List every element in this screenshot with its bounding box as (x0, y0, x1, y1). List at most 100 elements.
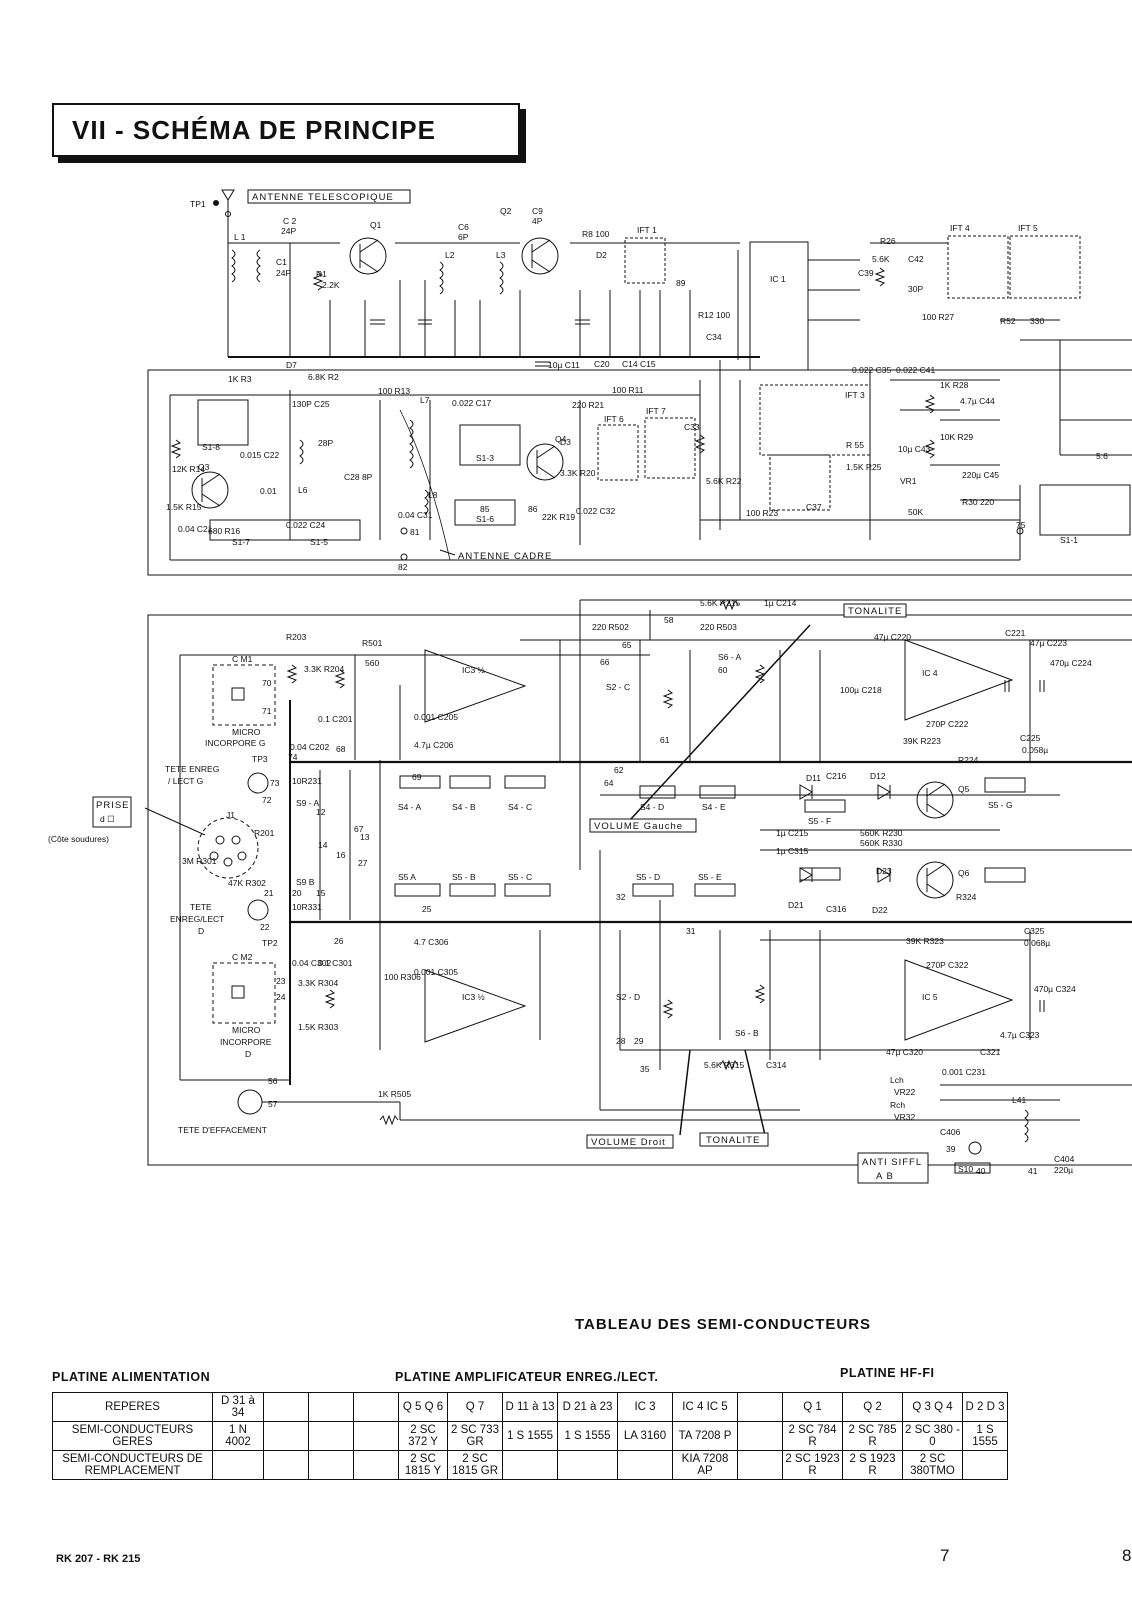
page-number: 7 (940, 1546, 950, 1565)
label-s4d: S4 - D (640, 802, 664, 812)
label-r21: 220 R21 (572, 400, 604, 410)
label-s1-6: S1-6 (476, 514, 494, 524)
label-volume-gauche: VOLUME Gauche (594, 821, 683, 832)
cell-empty (308, 1392, 354, 1422)
label-c306: 4.7 C306 (414, 937, 449, 947)
label-s4e: S4 - E (702, 802, 726, 812)
cell-hf-geres-3: 1 S 1555 (962, 1421, 1008, 1451)
label-anti-siffl: ANTI SIFFL (862, 1157, 922, 1168)
cell-ampli-rempl-4 (617, 1450, 673, 1480)
label-c325: C325 (1024, 926, 1045, 936)
ift5-transformer (1009, 235, 1081, 299)
label-c224: 470µ C224 (1050, 658, 1092, 668)
label-n73: 73 (270, 778, 280, 788)
label-c201: 0.1 C201 (318, 714, 353, 724)
label-r15: 1.5K R15 (166, 502, 202, 512)
platine-hf-heading: PLATINE HF-FI (840, 1366, 935, 1380)
label-c301: 0.1 C301 (318, 958, 353, 968)
label-c215: 1µ C215 (776, 828, 809, 838)
tonalite-top-box (843, 603, 907, 618)
label-n68: 68 (336, 744, 346, 754)
table-row: SEMI-CONDUCTEURS GERES 1 N 4002 2 SC 372… (52, 1421, 1008, 1451)
transistor-q6 (916, 861, 954, 899)
label-vr22: VR22 (894, 1087, 916, 1097)
label-c22: 0.015 C22 (240, 450, 279, 460)
label-r27: 100 R27 (922, 312, 954, 322)
switch-s5-c (504, 883, 551, 897)
label-n85: 85 (480, 504, 490, 514)
label-c218: 100µ C218 (840, 685, 882, 695)
label-s2c: S2 - C (606, 682, 630, 692)
label-r331: 10R331 (292, 902, 322, 912)
label-ic1: IC 1 (770, 274, 786, 284)
label-j1: J1 (226, 810, 235, 820)
label-ift7: IFT 7 (646, 406, 666, 416)
label-c225: C225 (1020, 733, 1041, 743)
label-anti-siffl-ab: A B (876, 1171, 894, 1182)
anti-siffl-box (857, 1152, 929, 1184)
label-vr1: VR1 (900, 476, 917, 486)
switch-s1-8 (197, 399, 249, 446)
label-n61: 61 (660, 735, 670, 745)
ic3-top-opamp (424, 649, 527, 723)
label-c11: 10µ C11 (548, 360, 580, 370)
label-r201: R201 (254, 828, 275, 838)
label-l2: L2 (445, 250, 455, 260)
label-r12: R12 100 (698, 310, 730, 320)
micro-d-box (212, 962, 276, 1024)
label-n89: 89 (676, 278, 686, 288)
label-d12: D12 (870, 771, 886, 781)
cell-empty (263, 1421, 309, 1451)
label-l41: L41 (1012, 1095, 1026, 1105)
label-r302: 47K R302 (228, 878, 266, 888)
label-c214: 1µ C214 (764, 598, 797, 608)
label-c216: C216 (826, 771, 847, 781)
label-c42v: 30P (908, 284, 923, 294)
label-ift1: IFT 1 (637, 225, 657, 235)
label-n41: 41 (1028, 1166, 1038, 1176)
label-n64: 64 (604, 778, 614, 788)
label-c45: 220µ C45 (962, 470, 999, 480)
cell-alim-rempl (212, 1450, 264, 1480)
page-title: VII - SCHÉMA DE PRINCIPE (72, 115, 436, 145)
label-c32: 0.022 C32 (576, 506, 615, 516)
cell-ampli-geres-4: LA 3160 (617, 1421, 673, 1451)
label-r1v: 2.2K (322, 280, 340, 290)
page-number-next: 8 (1122, 1546, 1132, 1565)
label-c406: C406 (940, 1127, 961, 1137)
label-n70: 70 (262, 678, 272, 688)
label-c9: C9 (532, 206, 543, 216)
label-c302: 0.04 C302 (292, 958, 331, 968)
switch-s4-a (399, 775, 441, 789)
cell-ampli-reperes-5: IC 4 IC 5 (672, 1392, 738, 1422)
cell-empty (308, 1421, 354, 1451)
label-l8: L8 (428, 490, 438, 500)
label-c28: C28 8P (344, 472, 373, 482)
label-c1v: 24P (276, 268, 291, 278)
label-n28: 28 (616, 1036, 626, 1046)
label-d22: D22 (872, 905, 888, 915)
label-n13: 13 (360, 832, 370, 842)
label-s1-7: S1-7 (232, 537, 250, 547)
label-c324: 470µ C324 (1034, 984, 1076, 994)
label-r14: 12K R14 (172, 464, 205, 474)
label-c404: C404 (1054, 1154, 1075, 1164)
switch-s4-b (449, 775, 491, 789)
tonalite-bottom-box (699, 1132, 769, 1147)
label-s6a: S6 - A (718, 652, 741, 662)
amp-board-outline (147, 614, 1132, 1166)
label-c223: 47µ C223 (1030, 638, 1067, 648)
table-title: TABLEAU DES SEMI-CONDUCTEURS (575, 1316, 872, 1333)
micro-g-box (212, 664, 276, 726)
label-n86: 86 (528, 504, 538, 514)
prise-box (92, 796, 132, 828)
switch-s5-f-b (799, 867, 841, 881)
label-c20: C20 (594, 359, 610, 369)
label-c43: 10µ C43 (898, 444, 931, 454)
label-micro-d-3: D (245, 1049, 251, 1059)
label-micro-d-2: INCORPORE (220, 1037, 272, 1047)
label-c325v: 0.068µ (1024, 938, 1050, 948)
label-s6b: S6 - B (735, 1028, 759, 1038)
cell-hf-rempl-3 (962, 1450, 1008, 1480)
table-row: REPERES D 31 à 34 Q 5 Q 6 Q 7 D 11 à 13 … (52, 1392, 1008, 1422)
